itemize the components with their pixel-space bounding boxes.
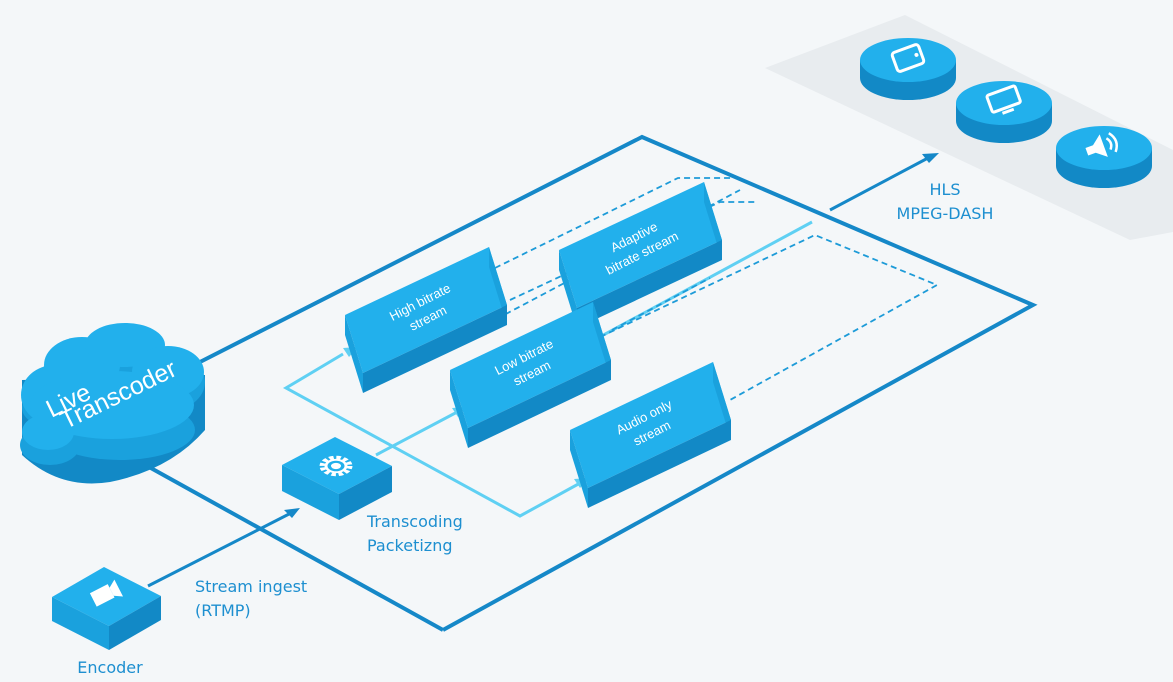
tablet-icon	[890, 43, 926, 73]
transcoding-label-line2: Packetizng	[367, 536, 453, 555]
transcoder-platform-outline	[139, 134, 1038, 632]
device-speaker	[1056, 126, 1152, 188]
transcoding-label-line1: Transcoding	[367, 512, 463, 531]
transcoding-box	[282, 437, 392, 520]
output-protocols-label: HLS MPEG-DASH	[885, 178, 1005, 226]
output-label-line1: HLS	[929, 180, 961, 199]
live-transcoder-cloud: Live Transcoder	[20, 323, 205, 484]
camera-icon	[89, 579, 124, 607]
ingest-line	[147, 508, 300, 588]
device-tablet	[860, 38, 956, 100]
stream-ingest-label-line1: Stream ingest	[195, 577, 308, 596]
low-bitrate-stream-box: Low bitrate stream	[450, 302, 611, 448]
stream-ingest-label: Stream ingest (RTMP)	[195, 575, 307, 623]
output-label-line2: MPEG-DASH	[896, 204, 994, 223]
gear-icon	[319, 455, 353, 477]
audio-only-stream-box: Audio only stream	[570, 362, 731, 508]
transcoding-label: Transcoding Packetizng	[367, 510, 463, 558]
high-bitrate-stream-box: High bitrate stream	[345, 247, 507, 393]
encoder-box	[52, 567, 161, 650]
stream-ingest-label-line2: (RTMP)	[195, 601, 251, 620]
monitor-icon	[985, 84, 1022, 115]
device-monitor	[956, 81, 1052, 143]
adaptive-bitrate-stream-box: Adaptive bitrate stream	[559, 182, 722, 328]
speaker-icon	[1085, 132, 1118, 157]
encoder-label: Encoder	[77, 658, 143, 677]
output-line	[829, 153, 939, 212]
